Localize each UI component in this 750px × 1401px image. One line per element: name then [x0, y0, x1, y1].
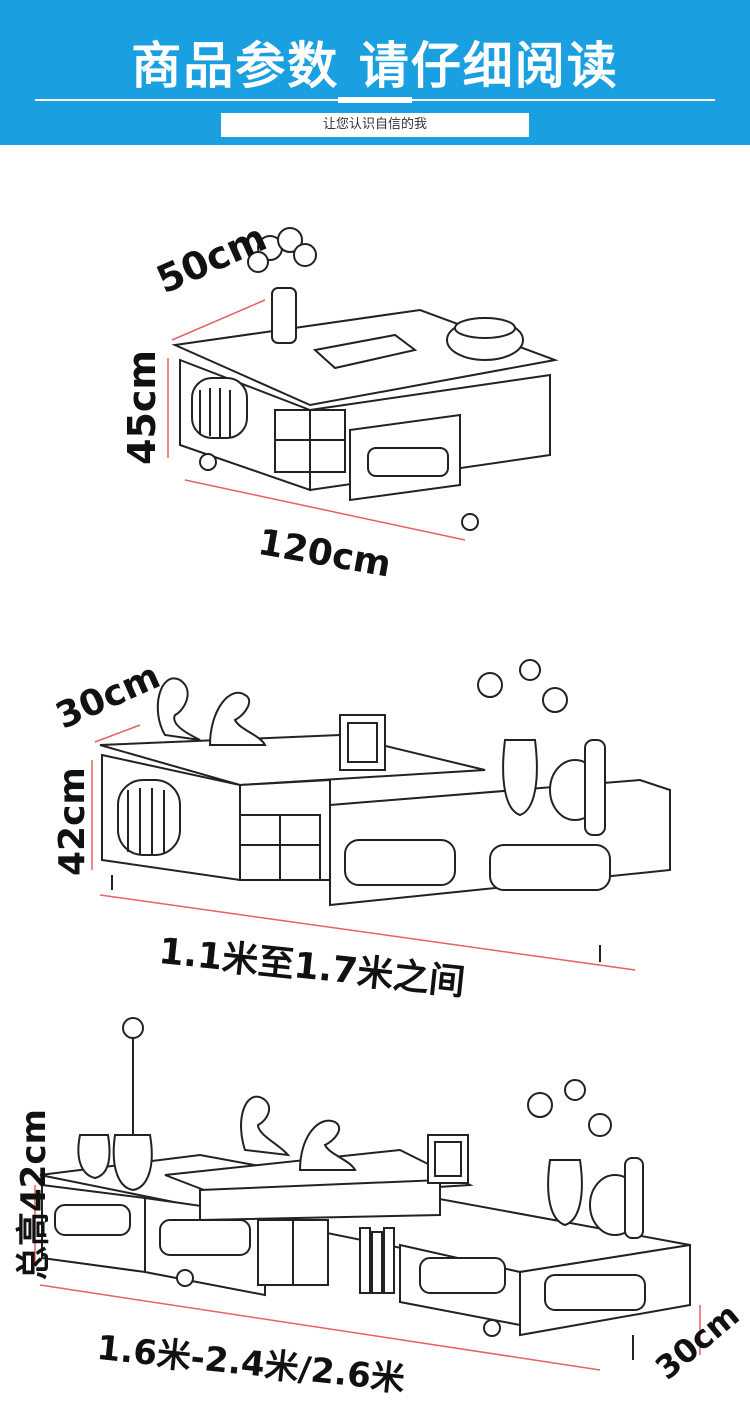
long-tv-cabinet-height-label: 总高42cm — [14, 1109, 54, 1280]
coffee-table-illustration — [167, 227, 559, 541]
tv-cabinet-illustration — [91, 659, 671, 971]
coffee-table-height-label: 45cm — [120, 349, 164, 465]
page-title: 商品参数 请仔细阅读 — [131, 37, 619, 95]
long-tv-cabinet-illustration — [34, 1017, 701, 1371]
page-subtitle: 让您认识自信的我 — [221, 113, 529, 137]
header-banner: 商品参数 请仔细阅读 让您认识自信的我 — [0, 0, 750, 145]
banner-divider-notch — [338, 97, 412, 103]
tv-cabinet-height-label: 42cm — [52, 767, 93, 876]
